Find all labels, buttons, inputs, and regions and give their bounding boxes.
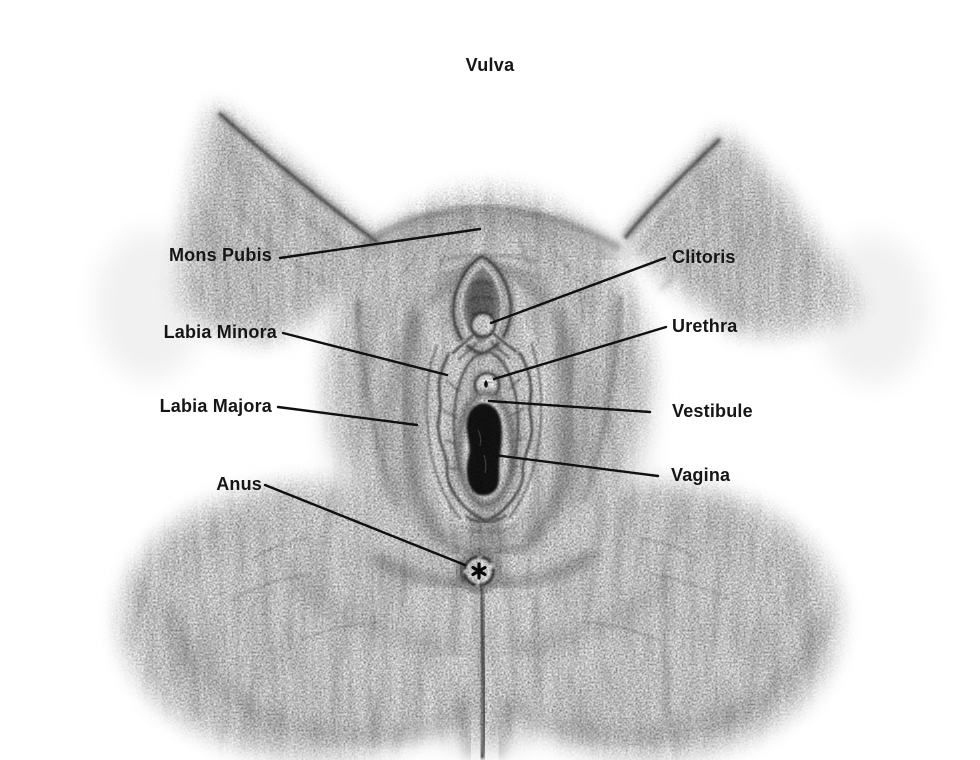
diagram-title: Vulva	[465, 55, 515, 75]
leader-vestibule	[487, 399, 652, 414]
label-labia-minora: Labia Minora	[163, 322, 277, 342]
leader-urethra	[492, 325, 668, 381]
leader-anus	[263, 483, 467, 567]
leader-vagina	[492, 453, 660, 478]
leader-labia-majora	[276, 405, 419, 427]
label-urethra: Urethra	[672, 316, 738, 336]
label-vagina: Vagina	[671, 465, 731, 485]
label-clitoris: Clitoris	[672, 247, 736, 267]
leader-clitoris	[489, 256, 667, 325]
label-mons-pubis: Mons Pubis	[168, 245, 272, 265]
leader-mons-pubis	[278, 227, 482, 260]
label-labia-majora: Labia Majora	[159, 396, 272, 416]
leader-labia-minora	[281, 331, 449, 377]
leader-lines	[263, 227, 668, 567]
label-vestibule: Vestibule	[672, 401, 753, 421]
label-anus: Anus	[216, 474, 262, 494]
